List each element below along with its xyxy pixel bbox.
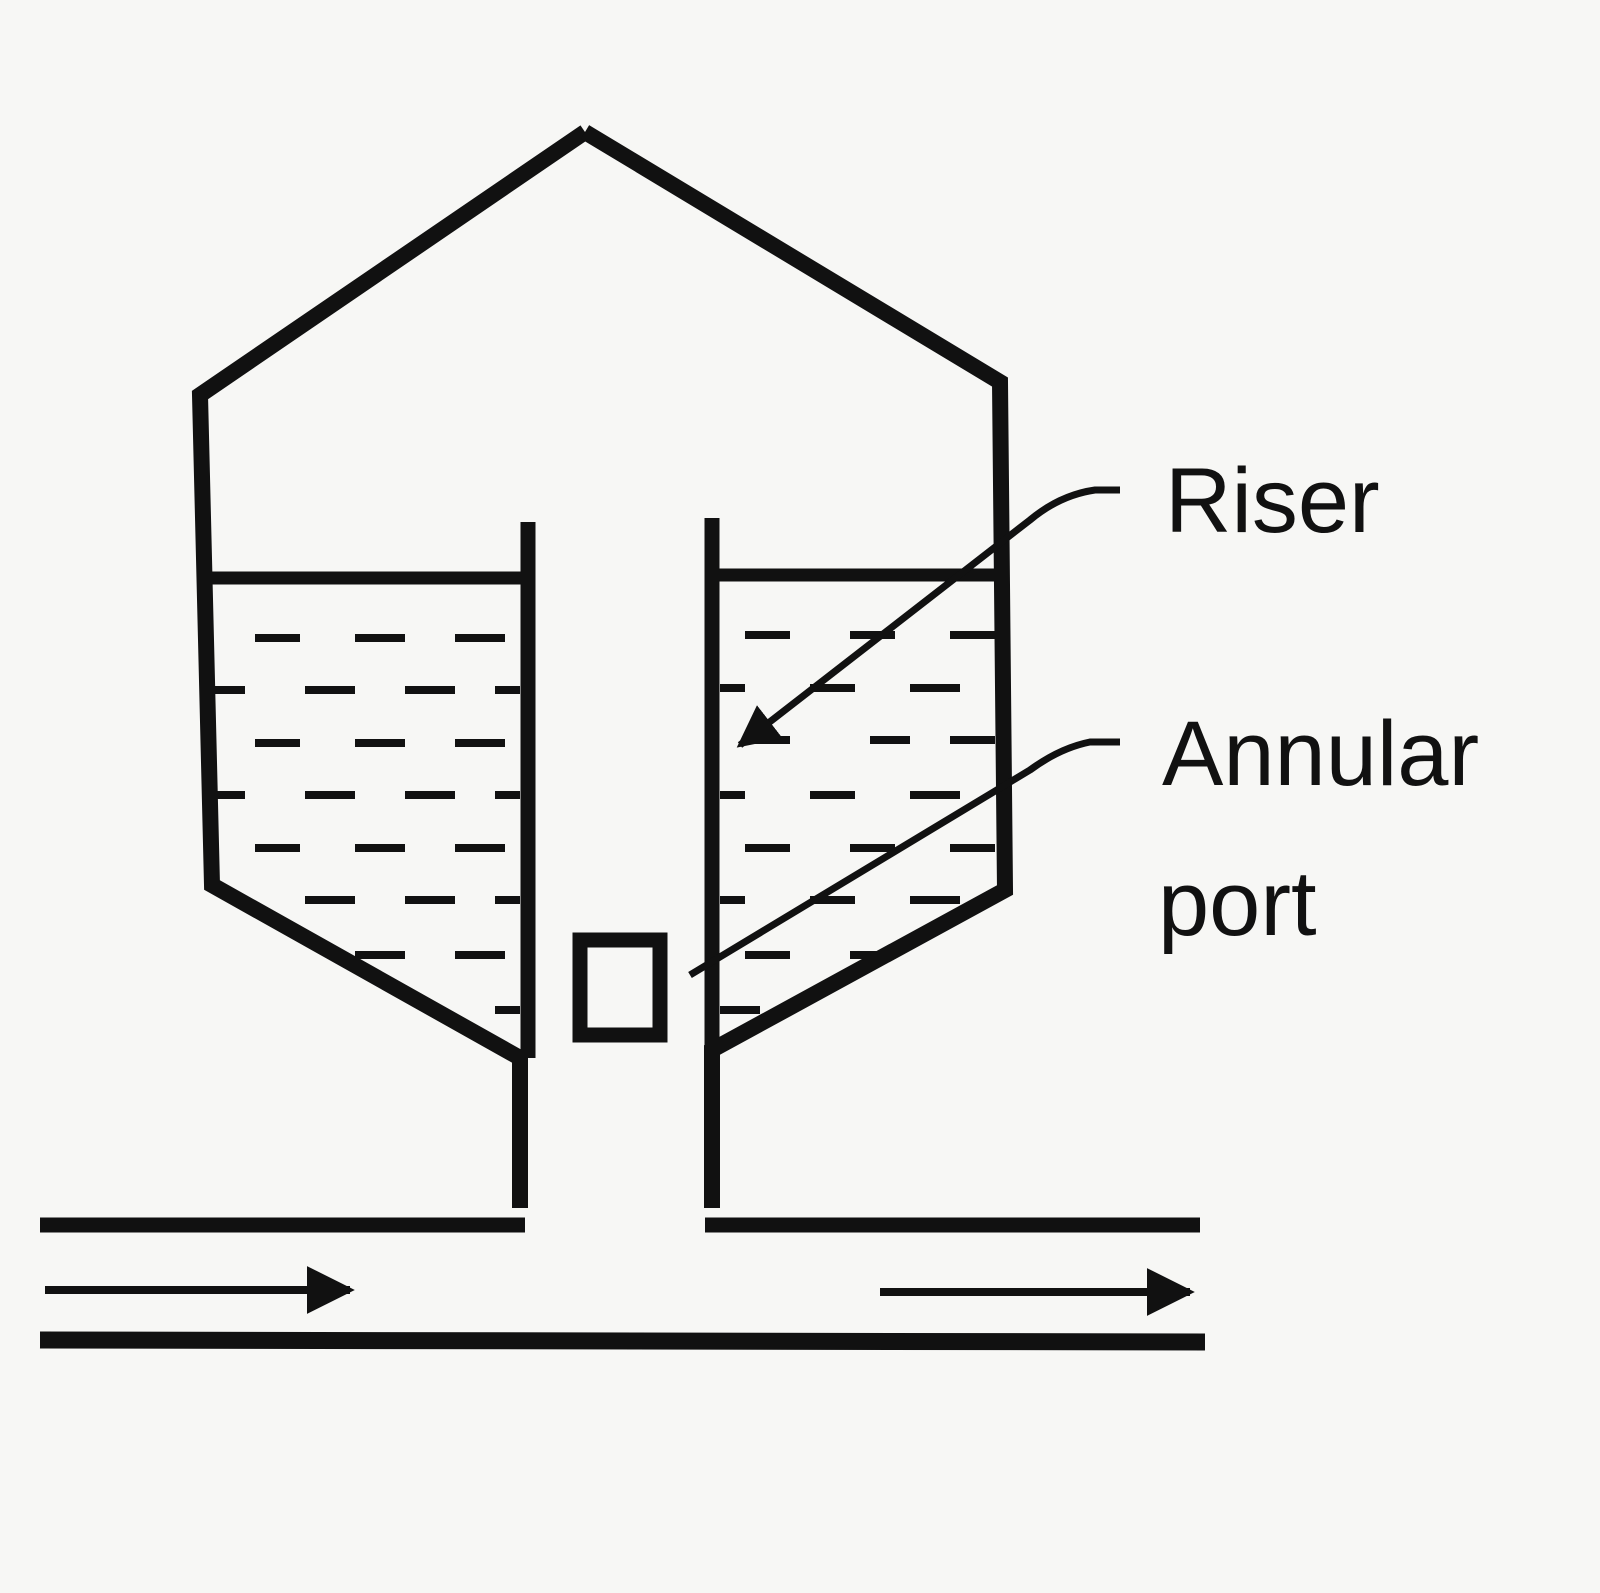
pipeline-bottom	[39, 1331, 1206, 1351]
annular-port-label-line1: Annular	[1162, 703, 1479, 805]
water-hatching-left	[215, 634, 520, 1014]
tank-outline-right	[580, 125, 1014, 1208]
annular-port	[572, 932, 668, 1043]
tank-outline-left	[191, 125, 590, 1208]
annular-port-label-line2: port	[1158, 853, 1317, 955]
riser-label: Riser	[1165, 450, 1380, 552]
water-hatching-right	[720, 631, 995, 1014]
annular-port-leader-line	[688, 738, 1120, 978]
riser-leader-line	[736, 486, 1120, 748]
